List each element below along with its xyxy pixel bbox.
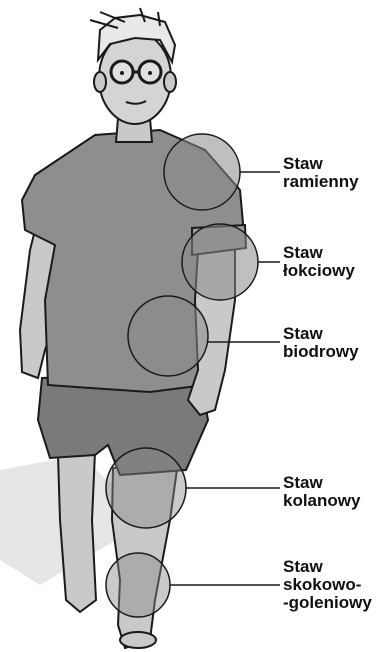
right-foot xyxy=(120,632,156,648)
right-eye xyxy=(148,71,152,75)
joint-marker-ankle xyxy=(106,553,280,617)
left-leg xyxy=(58,452,96,612)
joint-marker-knee xyxy=(106,448,280,528)
label-shoulder: Staw ramienny xyxy=(283,155,359,191)
label-elbow: Staw łokciowy xyxy=(283,244,355,280)
joint-marker-shoulder xyxy=(164,134,280,210)
right-ear xyxy=(164,72,176,92)
left-ear xyxy=(94,72,106,92)
left-eye xyxy=(120,71,124,75)
label-knee: Staw kolanowy xyxy=(283,474,360,510)
joint-marker-elbow xyxy=(182,224,280,300)
label-ankle: Staw skokowo- -goleniowy xyxy=(283,558,372,612)
label-hip: Staw biodrowy xyxy=(283,325,359,361)
